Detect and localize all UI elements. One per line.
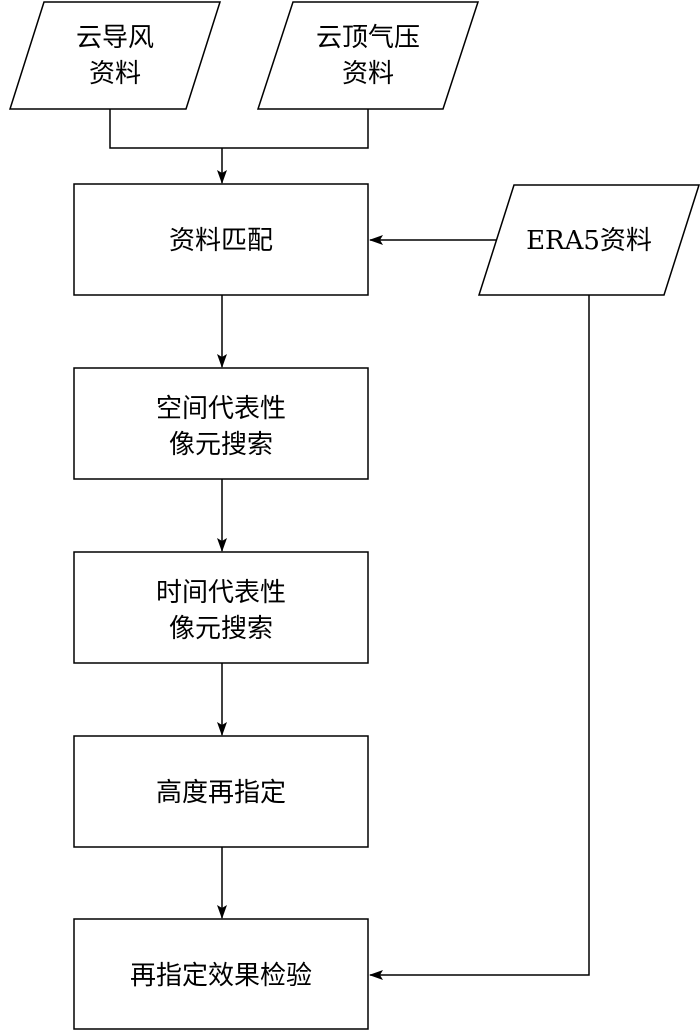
era5-data-shape	[477, 184, 700, 296]
height-reassignment-label: 高度再指定	[156, 778, 286, 808]
era5-data-label: ERA5资料	[526, 226, 652, 256]
temporal-search-label-line2: 像元搜索	[169, 614, 273, 644]
cloud-top-pressure-data-label-line2: 资料	[342, 59, 394, 89]
cloud-wind-data-node: 云导风 资料	[8, 1, 222, 110]
inputs-merge-connector	[109, 109, 369, 149]
spatial-search-box	[73, 367, 369, 480]
era5-data-node: ERA5资料	[477, 184, 700, 296]
cloud-wind-data-shape	[8, 1, 222, 110]
cloud-wind-data-label-line1: 云导风	[76, 23, 154, 53]
spatial-search-label-line1: 空间代表性	[156, 394, 286, 424]
arrow-era5-to-validation	[369, 295, 590, 980]
validation-label: 再指定效果检验	[130, 961, 312, 991]
validation-node: 再指定效果检验	[73, 918, 369, 1030]
validation-box	[73, 918, 369, 1030]
cloud-wind-data-label-line2: 资料	[89, 59, 141, 89]
temporal-search-node: 时间代表性 像元搜索	[73, 551, 369, 664]
data-matching-node: 资料匹配	[73, 183, 369, 296]
cloud-top-pressure-data-node: 云顶气压 资料	[256, 1, 480, 110]
temporal-search-box	[73, 551, 369, 664]
height-reassignment-box	[73, 735, 369, 848]
data-matching-label: 资料匹配	[169, 226, 273, 256]
temporal-search-label-line1: 时间代表性	[156, 578, 286, 608]
spatial-search-node: 空间代表性 像元搜索	[73, 367, 369, 480]
data-matching-box	[73, 183, 369, 296]
height-reassignment-node: 高度再指定	[73, 735, 369, 848]
spatial-search-label-line2: 像元搜索	[169, 430, 273, 460]
cloud-top-pressure-data-label-line1: 云顶气压	[316, 23, 420, 53]
cloud-top-pressure-data-shape	[256, 1, 480, 110]
